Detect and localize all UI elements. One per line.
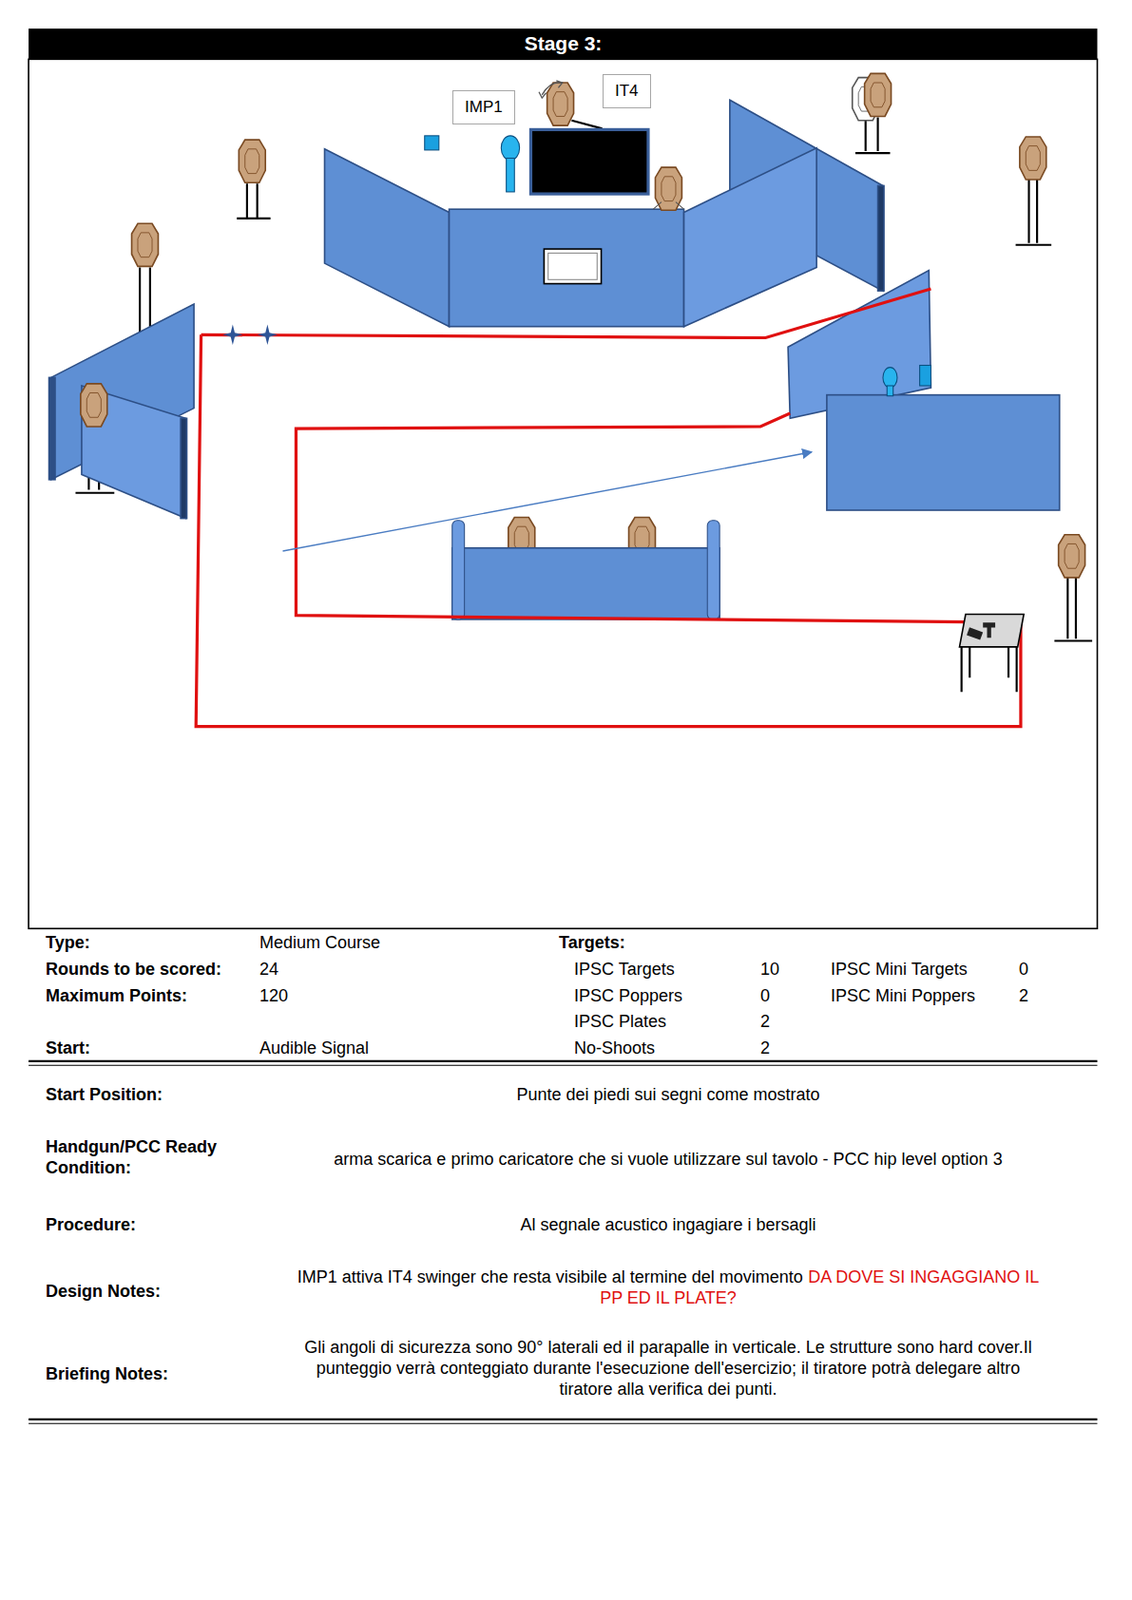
field-value: IPSC Poppers [574, 985, 683, 1007]
field-value: 24 [259, 959, 279, 980]
field-value: IPSC Mini Targets [830, 959, 968, 980]
field-value: Punte dei piedi sui segni come mostrato [254, 1084, 1082, 1106]
field-value: Al segnale acustico ingagiare i bersagli [254, 1214, 1082, 1236]
field-label: Rounds to be scored: [45, 959, 222, 980]
field-value: IPSC Plates [574, 1011, 667, 1033]
field-label: Design Notes: [45, 1281, 161, 1303]
field-value: IPSC Mini Poppers [830, 985, 976, 1007]
field-value: Medium Course [259, 932, 381, 954]
field-value: IPSC Targets [574, 959, 675, 980]
field-value: 2 [760, 1037, 770, 1059]
callout-box: IMP1 [452, 90, 516, 125]
field-label: Targets: [558, 932, 626, 954]
callout-label: IT4 [614, 80, 639, 102]
field-value: 0 [760, 985, 770, 1007]
callout-box: IT4 [602, 74, 652, 109]
field-value: 2 [1018, 985, 1029, 1007]
field-value: Audible Signal [259, 1037, 369, 1059]
field-value: arma scarica e primo caricatore che si v… [254, 1149, 1082, 1171]
field-label: Start: [45, 1037, 91, 1059]
field-value: 120 [259, 985, 288, 1007]
callout-label: IMP1 [464, 96, 503, 118]
field-value: No-Shoots [574, 1037, 655, 1059]
field-value: 2 [760, 1011, 770, 1033]
field-label: Briefing Notes: [45, 1363, 169, 1385]
field-label: Maximum Points: [45, 985, 188, 1007]
design-notes-text: IMP1 attiva IT4 swinger che resta visibi… [287, 1266, 1049, 1309]
field-value: 0 [1018, 959, 1029, 980]
field-label: Procedure: [45, 1214, 136, 1236]
stage-title: Stage 3: [28, 29, 1098, 58]
field-label: Start Position: [45, 1084, 163, 1106]
note-text: IMP1 attiva IT4 swinger che resta visibi… [297, 1267, 804, 1287]
field-label: Handgun/PCC Ready Condition: [45, 1136, 236, 1179]
field-value: 10 [760, 959, 780, 980]
field-label: Type: [45, 932, 91, 954]
field-value: Gli angoli di sicurezza sono 90° lateral… [297, 1337, 1039, 1401]
